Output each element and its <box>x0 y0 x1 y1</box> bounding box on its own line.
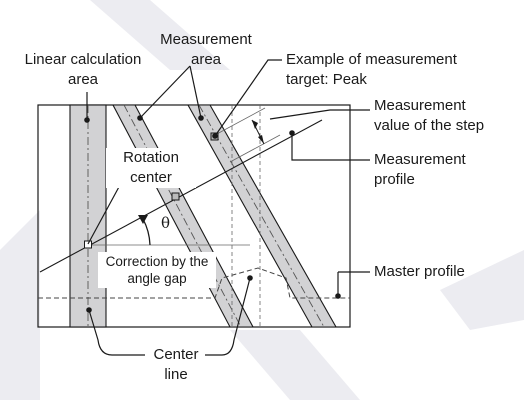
leader-lines <box>84 59 370 356</box>
label-linear-calculation-area: Linear calculation area <box>8 50 158 90</box>
label-example-target-line1: Example of measurement <box>286 51 457 68</box>
label-measurement-area-line1: Measurement <box>160 31 252 48</box>
label-rotation-center: Rotation center <box>106 148 196 188</box>
label-example-target: Example of measurement target: Peak <box>286 50 457 90</box>
label-measurement-profile: Measurement profile <box>374 150 466 190</box>
label-linear-calculation-area-line1: Linear calculation <box>24 51 142 68</box>
measurement-band-2 <box>187 104 337 328</box>
step-ref-line-2 <box>229 134 281 163</box>
label-rotation-center-line1: Rotation <box>123 149 179 166</box>
label-rotation-center-line2: center <box>130 169 172 186</box>
label-correction: Correction by the angle gap <box>98 252 216 288</box>
label-master-profile-text: Master profile <box>374 263 465 280</box>
label-measurement-area: Measurement area <box>146 30 266 70</box>
angle-arrow-icon <box>138 215 148 224</box>
label-linear-calculation-area-line2: area <box>67 71 99 88</box>
label-correction-line2: angle gap <box>127 271 187 286</box>
step-arrow-top-icon <box>252 120 258 129</box>
measurement-band-2-centerline <box>198 104 325 328</box>
measurement-band-1-centerline <box>123 104 242 328</box>
rotation-center-point <box>84 240 92 249</box>
angle-arc <box>142 218 151 246</box>
step-arrow-bottom-icon <box>258 135 264 144</box>
label-correction-line1: Correction by the <box>105 254 209 269</box>
label-measurement-profile-line2: profile <box>374 171 415 188</box>
label-example-target-line2: target: Peak <box>286 71 367 88</box>
label-center-line-line1: Center <box>153 346 199 363</box>
band-1-point <box>171 192 180 201</box>
label-measurement-value-line1: Measurement <box>374 97 466 114</box>
label-measurement-value-line2: value of the step <box>374 117 485 134</box>
measurement-band-1 <box>112 104 254 328</box>
angle-theta-label: θ <box>161 214 171 232</box>
label-measurement-value: Measurement value of the step <box>374 96 484 136</box>
label-center-line-line2: line <box>164 366 188 383</box>
label-center-line: Center line <box>136 345 216 385</box>
step-ref-line-1 <box>214 107 266 136</box>
label-measurement-profile-line1: Measurement <box>374 151 466 168</box>
master-profile-line <box>38 267 350 299</box>
label-measurement-area-line2: area <box>190 51 222 68</box>
label-master-profile: Master profile <box>374 262 465 282</box>
